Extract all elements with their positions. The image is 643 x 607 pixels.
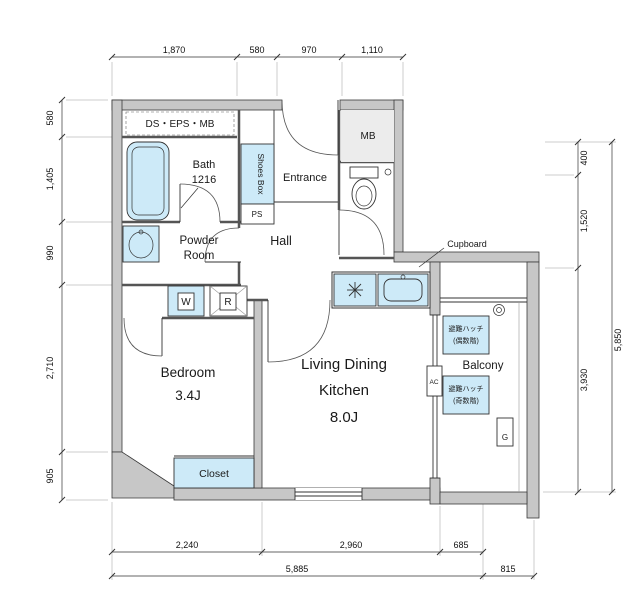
g-label: G — [502, 433, 508, 442]
washer-label: W — [181, 297, 191, 308]
shaft-box — [125, 111, 235, 136]
hatch-odd-label-2: (奇数階) — [453, 396, 479, 405]
dim-left-4: 2,710 — [45, 357, 55, 380]
dim-top-2: 580 — [249, 45, 264, 55]
mb-label: MB — [361, 131, 376, 142]
dim-left-1: 580 — [45, 110, 55, 125]
dimension-right: 400 1,520 3,930 5,850 — [574, 138, 623, 496]
evacuation-hatch-even — [442, 315, 490, 355]
dim-top-3: 970 — [301, 45, 316, 55]
ps-box — [240, 203, 275, 225]
bathtub — [126, 141, 199, 221]
ldk-label-2: Kitchen — [319, 382, 369, 399]
vanity-sink — [122, 225, 160, 263]
bath-size-label: 1216 — [192, 174, 216, 186]
drain-cap-icon — [493, 304, 505, 316]
dim-bottom-total: 5,885 — [286, 564, 309, 574]
dim-bottom-2: 2,960 — [340, 540, 363, 550]
bedroom-size-label: 3.4J — [175, 388, 201, 403]
extension-lines — [66, 62, 616, 580]
bedroom-label: Bedroom — [161, 365, 216, 380]
entrance-label: Entrance — [283, 172, 327, 184]
dim-right-total: 5,850 — [613, 329, 623, 352]
dim-left-3: 990 — [45, 245, 55, 260]
ac-label: AC — [429, 379, 438, 386]
balcony-rail — [440, 297, 527, 492]
dim-left-5: 905 — [45, 468, 55, 483]
ldk-size-label: 8.0J — [330, 409, 358, 426]
dim-bottom-1: 2,240 — [176, 540, 199, 550]
dimension-top: 1,870 580 970 1,110 — [108, 45, 407, 61]
hatch-odd-label-1: 避難ハッチ — [449, 384, 484, 393]
balcony-label: Balcony — [463, 360, 504, 372]
exterior-walls — [111, 99, 540, 519]
hatch-even-label-2: (偶数階) — [453, 336, 479, 345]
ldk-label-1: Living Dining — [301, 356, 387, 373]
ac-unit — [426, 365, 443, 397]
fridge-label: R — [224, 297, 231, 308]
ds-eps-mb-label: DS・EPS・MB — [146, 119, 215, 130]
dim-right-2: 1,520 — [579, 210, 589, 233]
stove — [333, 273, 377, 307]
shoes-box — [240, 143, 275, 205]
dim-bottom-balcony: 815 — [500, 564, 515, 574]
powder-room-label-1: Powder — [180, 235, 219, 247]
windows — [294, 314, 440, 500]
dim-right-1: 400 — [579, 150, 589, 165]
window-ldk-south — [294, 488, 363, 500]
window-balcony-slider — [430, 314, 440, 479]
powder-room-label-2: Room — [184, 250, 215, 262]
dimension-left: 580 1,405 990 2,710 905 — [45, 96, 66, 504]
fridge-space — [209, 285, 248, 317]
dimension-bottom: 2,240 2,960 685 5,885 815 — [108, 540, 538, 580]
dim-top-1: 1,870 — [163, 45, 186, 55]
toilet-icon — [349, 166, 392, 210]
hall-label: Hall — [270, 234, 292, 248]
cupboard-label: Cupboard — [447, 239, 487, 249]
cupboard-leader — [418, 247, 445, 268]
dim-bottom-3: 685 — [453, 540, 468, 550]
g-box — [496, 417, 514, 447]
dim-left-2: 1,405 — [45, 168, 55, 191]
closet-label: Closet — [199, 468, 229, 480]
closet-box — [173, 457, 255, 489]
shoes-box-label: Shoes Box — [256, 153, 266, 195]
ps-label: PS — [252, 210, 263, 219]
door-arcs — [123, 99, 385, 363]
kitchen-counter — [331, 271, 431, 309]
bath-label: Bath — [193, 159, 216, 171]
mb-room-floor — [341, 110, 394, 162]
faucet-icon — [400, 274, 406, 280]
hatch-even-label-1: 避難ハッチ — [449, 324, 484, 333]
evacuation-hatch-odd — [442, 375, 490, 415]
dim-top-4: 1,110 — [361, 45, 383, 55]
washer-space — [167, 285, 205, 317]
stove-burner-icon — [347, 282, 363, 298]
dim-right-3: 3,930 — [579, 369, 589, 392]
